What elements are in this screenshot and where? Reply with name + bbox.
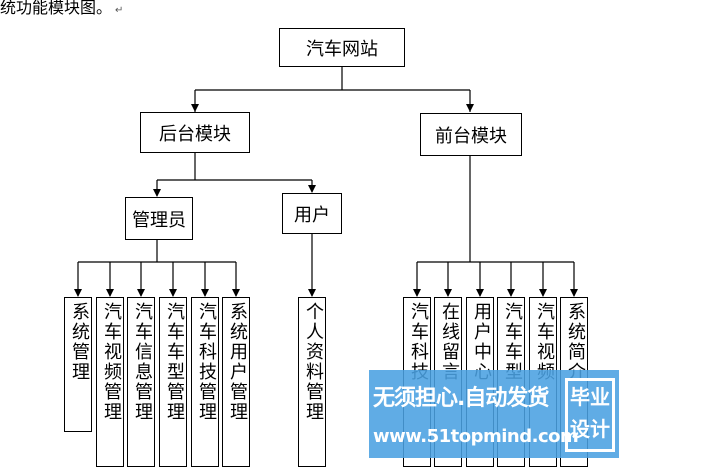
node-user-label: 用户	[294, 204, 330, 226]
leaf-label: 汽车信息管理	[132, 302, 153, 422]
node-backend: 后台模块	[140, 112, 250, 153]
leaf-label: 系统用户管理	[227, 302, 248, 422]
watermark-url: www.51topmind.com	[373, 426, 579, 447]
leaf-label: 汽车车型管理	[164, 302, 185, 422]
node-root-label: 汽车网站	[306, 38, 378, 60]
caption: 统功能模块图。↵	[0, 0, 123, 22]
leaf-label: 汽车科技管理	[196, 302, 217, 422]
node-admin-label: 管理员	[132, 209, 186, 231]
leaf-admin-4: 汽车车型管理	[159, 297, 187, 467]
leaf-label: 系统简介	[565, 302, 586, 382]
leaf-label: 个人资料管理	[303, 302, 324, 422]
return-mark: ↵	[115, 5, 124, 16]
watermark-badge-top: 毕业	[570, 385, 610, 409]
leaf-label: 系统管理	[69, 302, 90, 382]
leaf-label: 汽车科技	[408, 302, 429, 382]
leaf-label: 汽车视频	[534, 302, 555, 382]
leaf-admin-6: 系统用户管理	[222, 297, 250, 467]
leaf-label: 用户中心	[471, 302, 492, 382]
node-frontend-label: 前台模块	[435, 125, 507, 147]
watermark-badge: 毕业 设计	[565, 378, 615, 452]
node-root: 汽车网站	[279, 28, 405, 67]
node-admin: 管理员	[125, 197, 193, 240]
leaf-admin-5: 汽车科技管理	[191, 297, 219, 467]
leaf-label: 汽车车型	[502, 302, 523, 382]
leaf-label: 在线留言	[439, 302, 460, 382]
watermark-badge-bottom: 设计	[570, 417, 610, 441]
watermark-slogan: 无须担心.自动发货	[373, 386, 549, 411]
caption-text: 统功能模块图。	[0, 0, 113, 17]
leaf-admin-1: 系统管理	[64, 297, 92, 432]
leaf-admin-2: 汽车视频管理	[96, 297, 124, 467]
node-backend-label: 后台模块	[159, 123, 231, 145]
node-user: 用户	[282, 193, 342, 234]
leaf-user-1: 个人资料管理	[298, 297, 326, 467]
watermark-banner: 无须担心.自动发货 www.51topmind.com 毕业 设计	[369, 370, 619, 458]
node-frontend: 前台模块	[420, 113, 522, 156]
leaf-label: 汽车视频管理	[101, 302, 122, 422]
leaf-admin-3: 汽车信息管理	[127, 297, 155, 467]
